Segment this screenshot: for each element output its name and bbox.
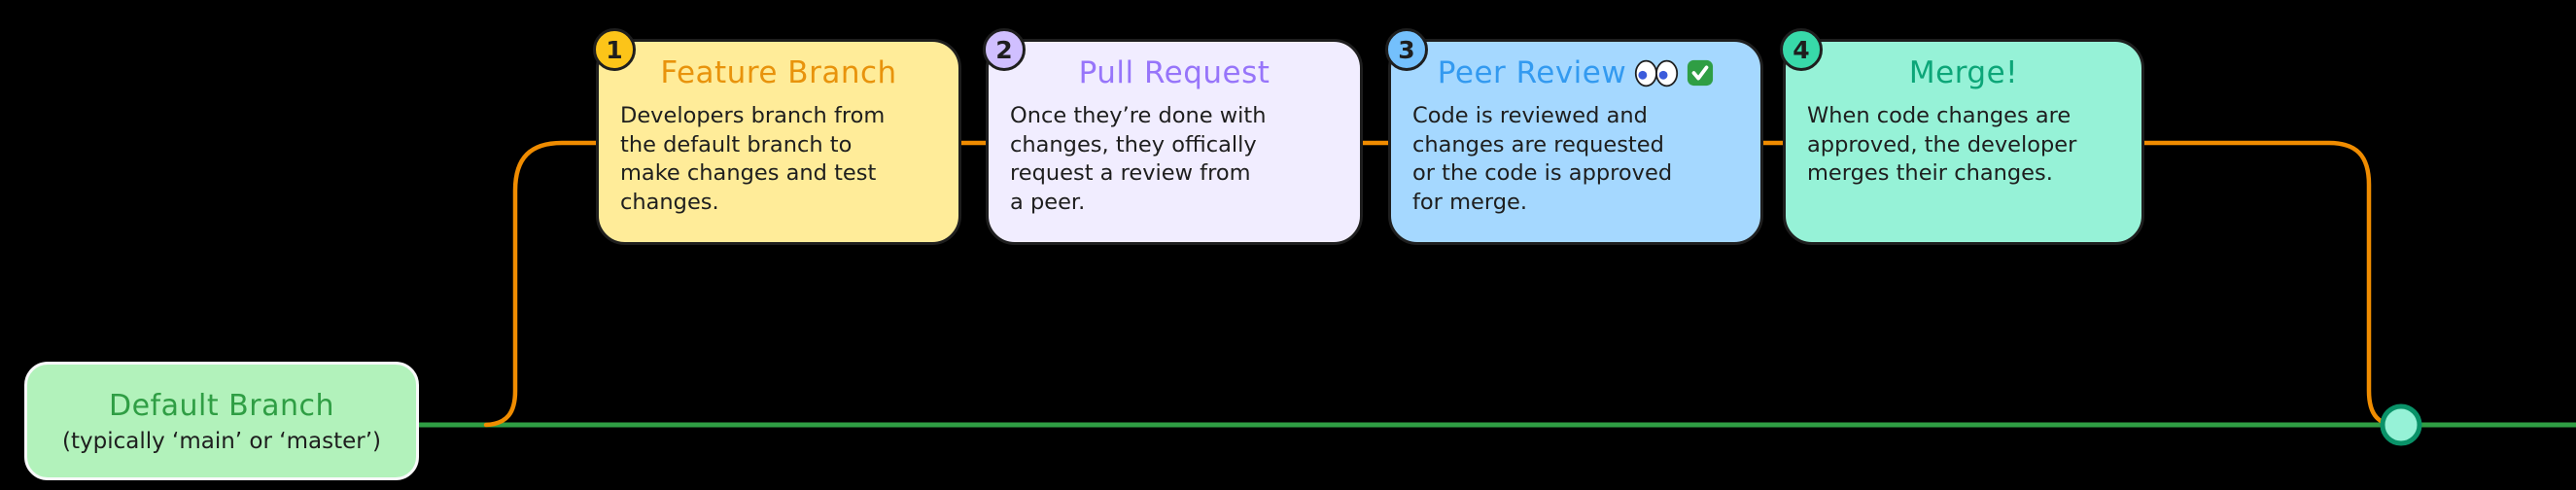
step-box-feature-branch: 1 Feature Branch Developers branch from … — [593, 28, 961, 245]
step-title: Merge! — [1908, 55, 2019, 90]
step-number-badge: 1 — [593, 28, 636, 71]
feature-branch-line-up — [483, 140, 599, 428]
step-box-merge: 4 Merge! When code changes are approved,… — [1780, 28, 2144, 245]
step-number-badge: 2 — [983, 28, 1026, 71]
step-title: Pull Request — [1078, 55, 1271, 90]
merge-commit-node — [2380, 403, 2422, 446]
step-body: Once they’re done with changes, they off… — [1010, 103, 1267, 216]
step-body: Code is reviewed and changes are request… — [1412, 103, 1673, 216]
feature-branch-line-merge — [2141, 140, 2400, 428]
step-body: Developers branch from the default branc… — [620, 103, 886, 216]
default-branch-box: Default Branch (typically ‘main’ or ‘mas… — [24, 362, 419, 480]
check-mark-icon — [1688, 59, 1714, 87]
step-title: Peer Review — [1437, 55, 1627, 90]
step-number-badge: 4 — [1780, 28, 1823, 71]
step-number-badge: 3 — [1385, 28, 1428, 71]
eyes-icon — [1635, 59, 1679, 87]
default-branch-title: Default Branch — [109, 388, 334, 423]
step-box-peer-review: 3 Peer Review Code is reviewed and chang… — [1385, 28, 1763, 245]
default-branch-subtitle: (typically ‘main’ or ‘master’) — [62, 428, 381, 454]
step-box-pull-request: 2 Pull Request Once they’re done with ch… — [983, 28, 1363, 245]
step-title: Feature Branch — [660, 55, 897, 90]
step-body: When code changes are approved, the deve… — [1807, 103, 2077, 187]
